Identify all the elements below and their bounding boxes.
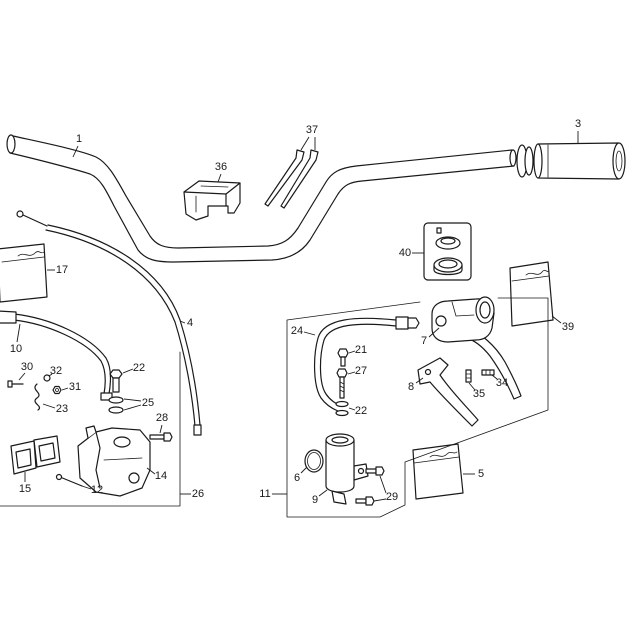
master-cylinder [431,296,495,343]
callout-6: 6 [294,472,300,484]
handlebar [6,134,517,263]
callout-5: 5 [478,468,484,480]
brake-hose [0,310,113,401]
leader-lines [16,131,579,502]
callout-12: 12 [91,484,103,496]
callout-23: 23 [56,403,68,415]
callout-4: 4 [187,317,193,329]
clip [43,374,51,382]
callout-26: 26 [192,488,204,500]
nut [52,385,62,395]
cable-ties [264,149,319,209]
brake-pads [10,435,61,475]
callout-34: 34 [496,377,508,389]
callout-31: 31 [69,381,81,393]
callout-37: 37 [306,124,318,136]
callout-32: 32 [50,365,62,377]
clamp-block [183,180,241,221]
clutch-lever-blade [465,329,522,400]
callout-22-left: 22 [133,362,145,374]
callout-25: 25 [142,397,154,409]
bolts-29 [355,466,385,506]
lever [417,357,479,427]
callout-29: 29 [386,491,398,503]
o-ring [304,449,324,473]
group-frame-right [286,297,549,518]
callout-17: 17 [56,264,68,276]
screw-left [7,380,24,388]
washers-right [335,400,349,417]
brake-caliper [77,425,151,497]
spring [34,383,40,411]
clutch-hose [314,316,420,412]
callouts: 1 3 4 5 6 7 8 9 10 11 12 14 15 17 21 22 … [10,118,581,506]
banjo-bolt-left [109,369,123,393]
callout-21: 21 [355,344,367,356]
bag-left [0,243,48,303]
group-frame-left [0,351,181,507]
callout-30: 30 [21,361,33,373]
callout-10: 10 [10,343,22,355]
screw-34 [481,369,495,376]
grip [516,142,626,180]
callout-40: 40 [399,247,411,259]
pad-pin [55,473,83,487]
callout-27: 27 [355,365,367,377]
callout-3: 3 [575,118,581,130]
callout-7: 7 [421,335,427,347]
callout-39: 39 [562,321,574,333]
bag-right [509,261,554,327]
grommet-kit [423,222,472,281]
callout-22-right: 22 [355,405,367,417]
screw-35 [465,369,472,383]
bag-bottom [412,443,464,500]
callout-28: 28 [156,412,168,424]
callout-35: 35 [473,388,485,400]
callout-24: 24 [291,325,303,337]
bolt-27 [336,368,348,399]
callout-1: 1 [76,133,82,145]
caliper-bolt [149,432,173,442]
callout-8: 8 [408,381,414,393]
callout-14: 14 [155,470,167,482]
callout-36: 36 [215,161,227,173]
throttle-cable [16,210,202,436]
clutch-cylinder [325,433,369,505]
callout-15: 15 [19,483,31,495]
callout-9: 9 [312,494,318,506]
washers-left [108,396,124,414]
bolt-21 [337,348,349,367]
callout-11: 11 [259,488,270,500]
